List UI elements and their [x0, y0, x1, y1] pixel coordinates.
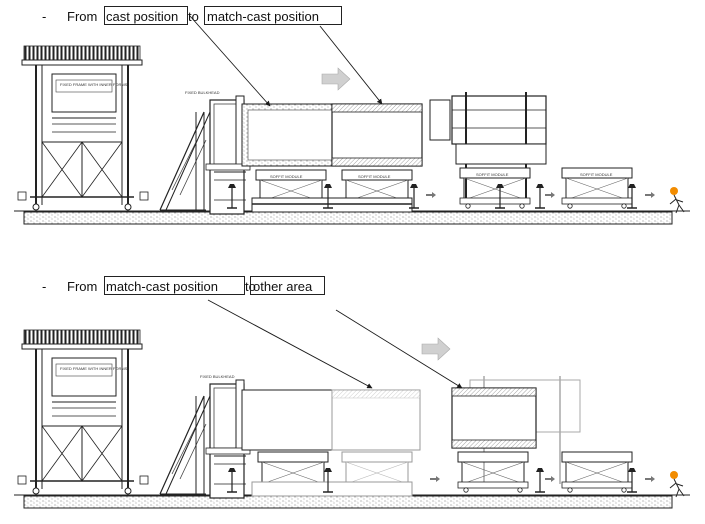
- caption-1-term-a: cast position: [106, 9, 179, 24]
- caption-2-prefix: From: [67, 279, 98, 294]
- soffit-label-4: SOFFIT MODULE: [580, 172, 613, 177]
- caption-1-box-b: [204, 6, 342, 25]
- fixed-frame-sign-b: FIXED FRAME WITH INNER FORMS: [60, 366, 128, 371]
- move-arrow-bottom: [421, 337, 451, 361]
- caption-1-prefix: From: [67, 9, 98, 24]
- svg-text:FIXED FRAME WITH INNER FORMS: FIXED FRAME WITH INNER FORMS: [60, 82, 128, 87]
- worker-top: [669, 186, 685, 214]
- caption-2-box-a: [104, 276, 245, 295]
- caption-1-term-b: match-cast position: [207, 9, 319, 24]
- caption-2-term-b: other area: [253, 279, 313, 294]
- bulkhead-label: FIXED BULKHEAD: [185, 90, 220, 95]
- worker-bottom: [669, 470, 685, 498]
- move-arrow-top: [321, 67, 351, 91]
- soffit-label-3: SOFFIT MODULE: [476, 172, 509, 177]
- caption-1-dash: -: [42, 9, 47, 24]
- caption-2-box-b: [250, 276, 325, 295]
- caption-1-connector: to: [188, 9, 199, 24]
- soffit-label-1: SOFFIT MODULE: [270, 174, 303, 179]
- caption-1-box-a: [104, 6, 188, 25]
- top-panel: FIXED FRAME WITH INNER FORMS FIXED BULKH…: [14, 15, 690, 225]
- soffit-label-2: SOFFIT MODULE: [358, 174, 391, 179]
- bulkhead-label-b: FIXED BULKHEAD: [200, 374, 235, 379]
- caption-2-term-a: match-cast position: [106, 279, 218, 294]
- caption-2-dash: -: [42, 279, 47, 294]
- bottom-panel: FIXED FRAME WITH INNER FORMS FIXED BULKH…: [14, 299, 690, 509]
- fixed-frame-sign: FIXED FRAME WITH INNER FORMS: [60, 82, 128, 87]
